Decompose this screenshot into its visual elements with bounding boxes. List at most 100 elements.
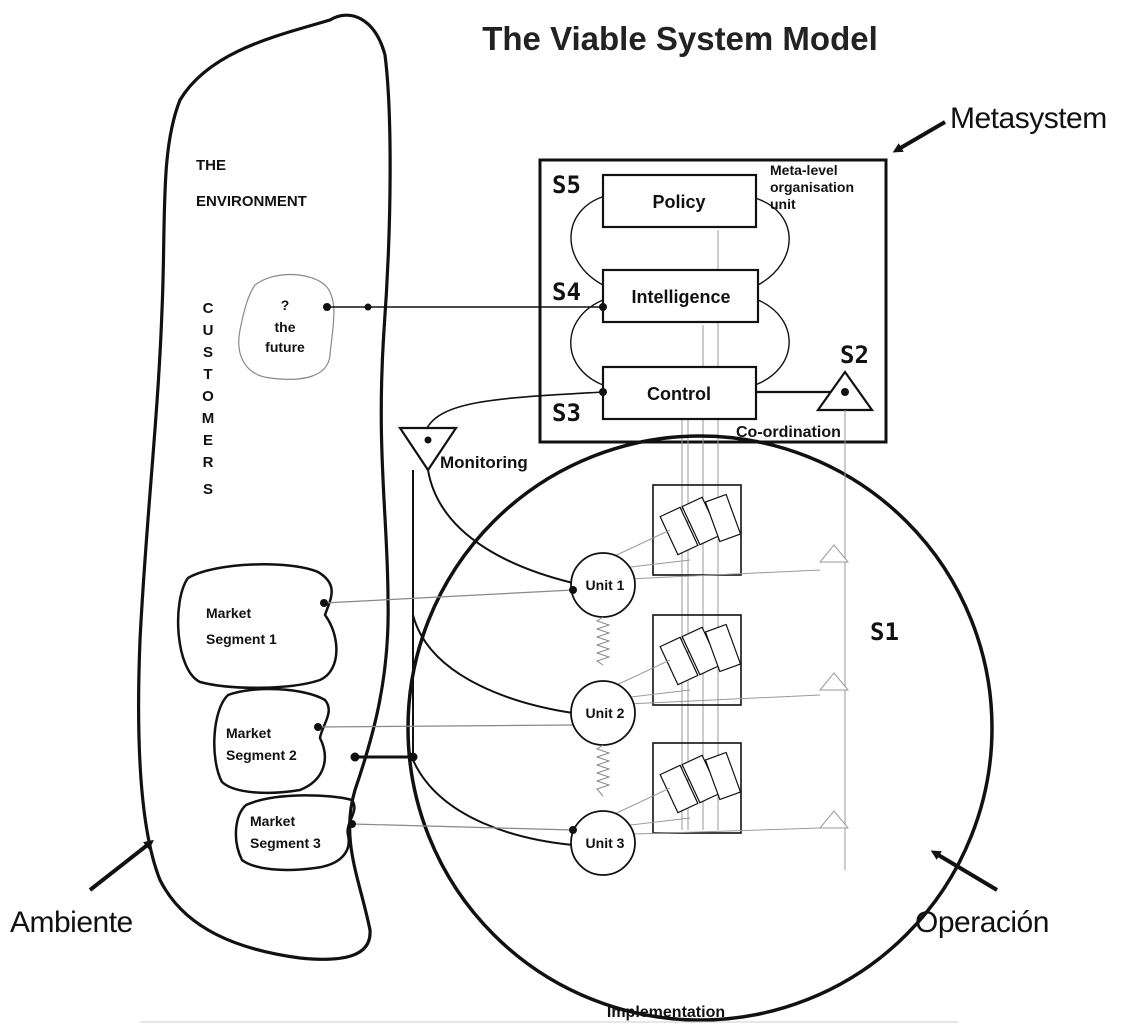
unit-1-triangle — [818, 544, 850, 563]
policy-label: Policy — [652, 192, 705, 212]
meta-level-line2: organisation — [770, 179, 854, 195]
segment1-to-unit1-line — [323, 589, 574, 604]
customers-letter: S — [203, 344, 213, 361]
monitoring-triangle — [397, 426, 459, 472]
customers-letter: O — [202, 388, 214, 405]
unit-3-horizontal — [605, 827, 821, 836]
ambiente-callout-arrow — [88, 839, 154, 892]
market-segment-3-line2: Segment 3 — [250, 835, 321, 851]
market-segment-1-line2: Segment 1 — [206, 631, 277, 647]
coordination-dot — [841, 388, 849, 396]
intelligence-label: Intelligence — [631, 287, 730, 307]
control-label: Control — [647, 384, 711, 404]
future-label-line2: the — [275, 319, 296, 335]
monitoring-to-unit2-curve — [412, 614, 574, 714]
customers-letter: T — [203, 366, 212, 383]
market-segment-3-blob — [234, 794, 356, 872]
unit-3-dot — [569, 826, 577, 834]
intelligence-control-loop-left — [570, 299, 604, 386]
s3-label: S3 — [552, 399, 581, 427]
unit-2-label: Unit 2 — [586, 705, 625, 721]
unit-2-triangle — [818, 672, 850, 691]
segment2-dot — [314, 723, 322, 731]
unit-2-ops-box — [652, 614, 742, 706]
unit2-unit3-spring — [595, 744, 611, 797]
intelligence-box — [601, 268, 760, 324]
monitoring-to-unit3-curve — [412, 759, 574, 846]
unit-1-horizontal — [605, 569, 821, 581]
segment3-dot — [348, 820, 356, 828]
customers-letter: E — [203, 432, 213, 449]
meta-level-line1: Meta-level — [770, 162, 838, 178]
customers-letter: C — [203, 300, 214, 317]
operations-circle — [406, 434, 994, 1022]
s2-label: S2 — [840, 341, 869, 369]
segment2-to-unit2-line — [317, 724, 574, 728]
customers-letter: U — [203, 322, 214, 339]
market-segment-2-blob — [213, 687, 330, 795]
market-segment-2-line2: Segment 2 — [226, 747, 297, 763]
customers-vertical-label: C U S T O M E R S — [202, 300, 215, 498]
operacion-callout: Operación — [915, 906, 1049, 939]
diagram-title: The Viable System Model — [482, 20, 878, 57]
s1-label: S1 — [870, 618, 899, 646]
market-segment-2-line1: Market — [226, 725, 271, 741]
implementation-label: Implementation — [607, 1004, 725, 1021]
monitoring-to-unit1-curve — [427, 469, 574, 584]
unit-2-ops-card — [659, 636, 699, 686]
market-segment-1-blob — [176, 563, 338, 689]
customers-letter: S — [203, 481, 213, 498]
future-label-line1: ? — [281, 297, 290, 313]
future-connection-dot — [323, 303, 331, 311]
operations-link-dot — [408, 752, 418, 762]
ambiente-callout: Ambiente — [10, 906, 133, 939]
unit-1-ops-card — [659, 506, 699, 556]
customers-letter: M — [202, 410, 215, 427]
policy-box — [601, 173, 758, 229]
s5-label: S5 — [552, 171, 581, 199]
unit-3-circle — [570, 810, 636, 876]
environment-link-dot — [350, 752, 360, 762]
environment-label-line1: THE — [196, 157, 226, 174]
meta-level-line3: unit — [770, 196, 796, 212]
unit-3-label: Unit 3 — [586, 835, 625, 851]
metasystem-callout: Metasystem — [950, 102, 1107, 135]
environment-boundary — [137, 13, 392, 961]
unit-3-ops-card — [659, 764, 699, 814]
control-left-dot — [599, 388, 607, 396]
unit1-unit2-spring — [595, 616, 611, 666]
unit-1-dot — [569, 586, 577, 594]
policy-intelligence-loop-right — [754, 197, 790, 286]
coordination-label: Co-ordination — [736, 424, 841, 441]
unit-3-group: Unit 3 — [569, 742, 850, 876]
s4-label: S4 — [552, 278, 581, 306]
intelligence-connection-dot — [599, 303, 607, 311]
future-label-line3: future — [265, 339, 305, 355]
intelligence-control-loop-right — [754, 299, 790, 386]
unit-1-link — [605, 529, 671, 561]
unit-3-link — [605, 787, 671, 819]
segment1-dot — [320, 599, 328, 607]
environment-label-line2: ENVIRONMENT — [196, 193, 307, 210]
unit-2-ops-card — [704, 623, 742, 673]
unit-2-group: Unit 2 — [570, 614, 850, 746]
customers-letter: R — [203, 454, 214, 471]
environment-connection-dot — [364, 303, 372, 311]
unit-1-ops-box — [652, 484, 742, 576]
metasystem-box — [538, 158, 888, 444]
unit-3-ops-box — [652, 742, 742, 834]
unit-1-label: Unit 1 — [586, 577, 625, 593]
unit-3-ops-card — [704, 751, 742, 801]
unit-3-triangle — [818, 810, 850, 829]
monitoring-dot — [424, 436, 432, 444]
unit-1-group: Unit 1 — [569, 484, 850, 618]
metasystem-callout-arrow — [892, 120, 947, 153]
segment3-to-unit3-line — [351, 823, 574, 831]
policy-intelligence-loop-left — [570, 195, 606, 286]
operacion-callout-arrow — [930, 850, 999, 892]
market-segment-1-line1: Market — [206, 605, 251, 621]
unit-2-horizontal — [605, 694, 821, 706]
unit-1-ops-card — [704, 493, 742, 543]
monitoring-label: Monitoring — [440, 453, 528, 472]
